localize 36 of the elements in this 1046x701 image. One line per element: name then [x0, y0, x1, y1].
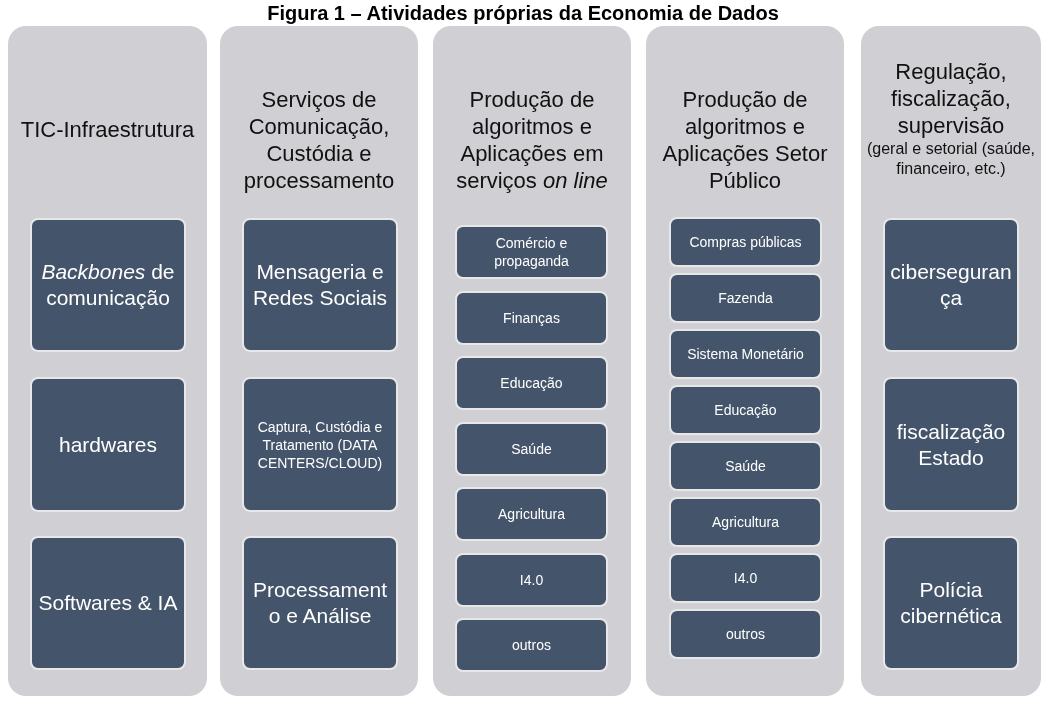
column-panel — [861, 26, 1041, 696]
category-box: Saúde — [669, 441, 822, 491]
category-box: Backbones de comunicação — [30, 218, 186, 352]
column-heading: Regulação, fiscalização, supervisão — [890, 58, 1012, 139]
category-box: Educação — [669, 385, 822, 435]
column-heading: Serviços de Comunicação, Custódia e processamento — [242, 86, 396, 194]
category-box: outros — [455, 618, 608, 672]
category-box: Agricultura — [455, 487, 608, 541]
column-heading: Produção de algoritmos e Aplicações em serviços on line — [455, 86, 609, 194]
category-box: Comércio e propaganda — [455, 225, 608, 279]
category-box: Saúde — [455, 421, 608, 476]
category-box: cibersegurança — [883, 218, 1019, 352]
category-box: Agricultura — [669, 497, 822, 547]
category-box: Educação — [455, 356, 608, 410]
category-box: fiscalização Estado — [883, 377, 1019, 512]
category-box: outros — [669, 609, 822, 659]
column-subheading: (geral e setorial (saúde, financeiro, etc.) — [865, 139, 1037, 179]
category-box: Fazenda — [669, 273, 822, 323]
category-box: Softwares & IA — [30, 536, 186, 670]
category-box: hardwares — [30, 377, 186, 512]
category-box: Polícia cibernética — [883, 536, 1019, 670]
category-box: I4.0 — [669, 553, 822, 603]
category-box: Compras públicas — [669, 217, 822, 267]
category-box: Mensageria e Redes Sociais — [242, 218, 398, 352]
category-box: Sistema Monetário — [669, 329, 822, 379]
column-panel — [646, 26, 844, 696]
category-box: Captura, Custódia e Tratamento (DATA CENTERS/CLOUD) — [242, 377, 398, 512]
category-box: Processamento e Análise — [242, 536, 398, 670]
column-panel — [220, 26, 418, 696]
column-heading: Produção de algoritmos e Aplicações Setor Público — [661, 86, 829, 194]
column-heading: TIC-Infraestrutura — [19, 116, 196, 143]
figure-title: Figura 1 – Atividades próprias da Economia de Dados — [266, 2, 780, 25]
category-box: I4.0 — [455, 552, 608, 607]
column-panel — [433, 26, 631, 696]
column-panel — [8, 26, 207, 696]
category-box: Finanças — [455, 290, 608, 345]
